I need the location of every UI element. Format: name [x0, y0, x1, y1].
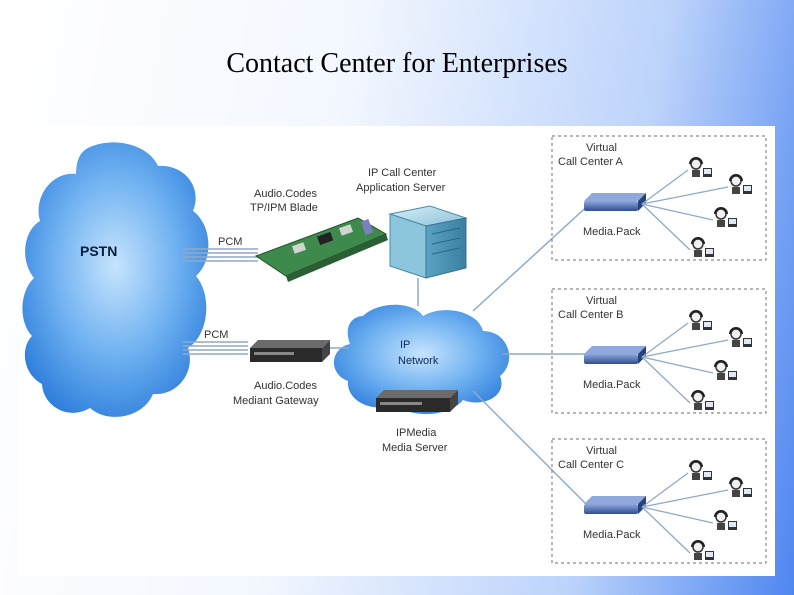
- server-icon: [388, 205, 468, 279]
- app-server-label-2: Application Server: [356, 182, 446, 194]
- center-name-line-2: Call Center A: [558, 156, 623, 168]
- center-name-line-1: Virtual: [586, 142, 617, 154]
- slide-title: Contact Center for Enterprises: [226, 48, 568, 79]
- media-pack-icon: [584, 193, 646, 211]
- network-diagram: PSTN IP Network PCM PCM: [18, 126, 775, 576]
- gateway-icon: [250, 340, 330, 362]
- center-name-line-1: Virtual: [586, 445, 617, 457]
- agent-headset-icon: [729, 477, 752, 497]
- agent-headset-icon: [691, 540, 714, 560]
- media-pack-icon: [584, 496, 646, 514]
- gateway-label-2: Mediant Gateway: [233, 395, 319, 407]
- media-server-label-2: Media Server: [382, 442, 448, 454]
- agent-headset-icon: [714, 510, 737, 530]
- connection-lines: [183, 200, 594, 507]
- agent-headset-icon: [691, 390, 714, 410]
- app-server-label-1: IP Call Center: [368, 167, 437, 179]
- center-name-line-1: Virtual: [586, 295, 617, 307]
- media-pack-label: Media.Pack: [583, 529, 641, 541]
- agent-headset-icon: [691, 237, 714, 257]
- agent-headset-icon: [689, 460, 712, 480]
- agent-headset-icon: [714, 207, 737, 227]
- media-pack-label: Media.Pack: [583, 379, 641, 391]
- ip-network-cloud: IP Network: [333, 304, 510, 415]
- media-pack-icon: [584, 346, 646, 364]
- media-server-label-1: IPMedia: [396, 427, 437, 439]
- agent-headset-icon: [689, 310, 712, 330]
- gateway-label-1: Audio.Codes: [254, 380, 317, 392]
- agent-headset-icon: [729, 174, 752, 194]
- pstn-cloud: PSTN: [22, 142, 209, 417]
- agent-headset-icon: [689, 157, 712, 177]
- media-server-icon: [376, 390, 458, 412]
- agent-headset-icon: [729, 327, 752, 347]
- pstn-label: PSTN: [80, 243, 117, 259]
- pcm-top-label: PCM: [218, 236, 242, 248]
- media-pack-label: Media.Pack: [583, 226, 641, 238]
- agent-headset-icon: [714, 360, 737, 380]
- blade-label-1: Audio.Codes: [254, 188, 317, 200]
- ip-network-label-1: IP: [400, 339, 410, 351]
- blade-label-2: TP/IPM Blade: [250, 202, 318, 214]
- center-name-line-2: Call Center C: [558, 459, 624, 471]
- ip-network-label-2: Network: [398, 355, 439, 367]
- center-name-line-2: Call Center B: [558, 309, 623, 321]
- blade-card-icon: [254, 217, 388, 282]
- pcm-bottom-label: PCM: [204, 329, 228, 341]
